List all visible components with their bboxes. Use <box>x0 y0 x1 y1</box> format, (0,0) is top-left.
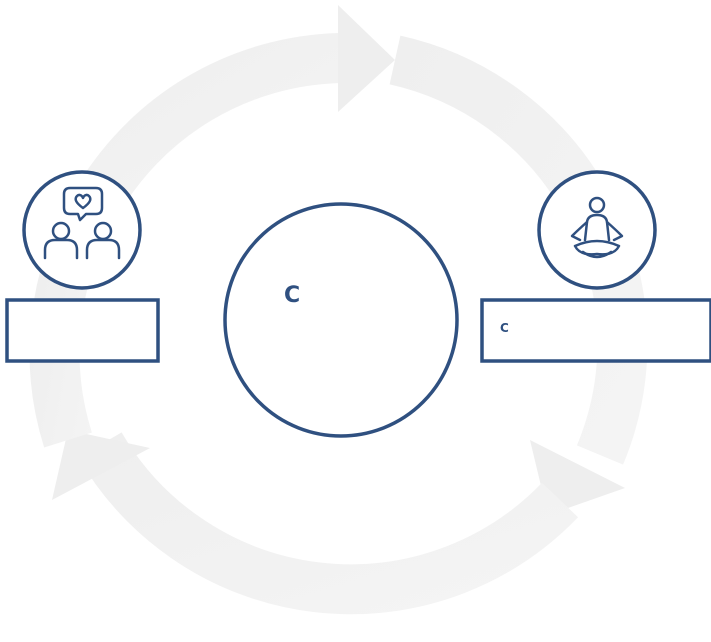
center-label: C <box>284 283 300 308</box>
right-icon-circle <box>537 170 657 290</box>
right-label-line-1: C <box>500 321 509 335</box>
center-circle <box>223 202 459 438</box>
meditation-person-icon <box>570 196 624 259</box>
cycle-arc-bottom <box>78 432 579 615</box>
left-node <box>5 170 160 363</box>
cycle-arc-top <box>73 33 341 218</box>
left-icon-circle <box>22 170 142 290</box>
left-label-box <box>5 298 160 363</box>
center-node: C <box>223 202 459 438</box>
cycle-arrowhead-top <box>338 5 395 112</box>
right-label-box <box>480 298 711 363</box>
right-node: C <box>480 170 711 363</box>
cycle-arrowhead-bottom-left <box>52 430 150 500</box>
two-people-heart-speech-bubble-icon <box>43 186 121 260</box>
